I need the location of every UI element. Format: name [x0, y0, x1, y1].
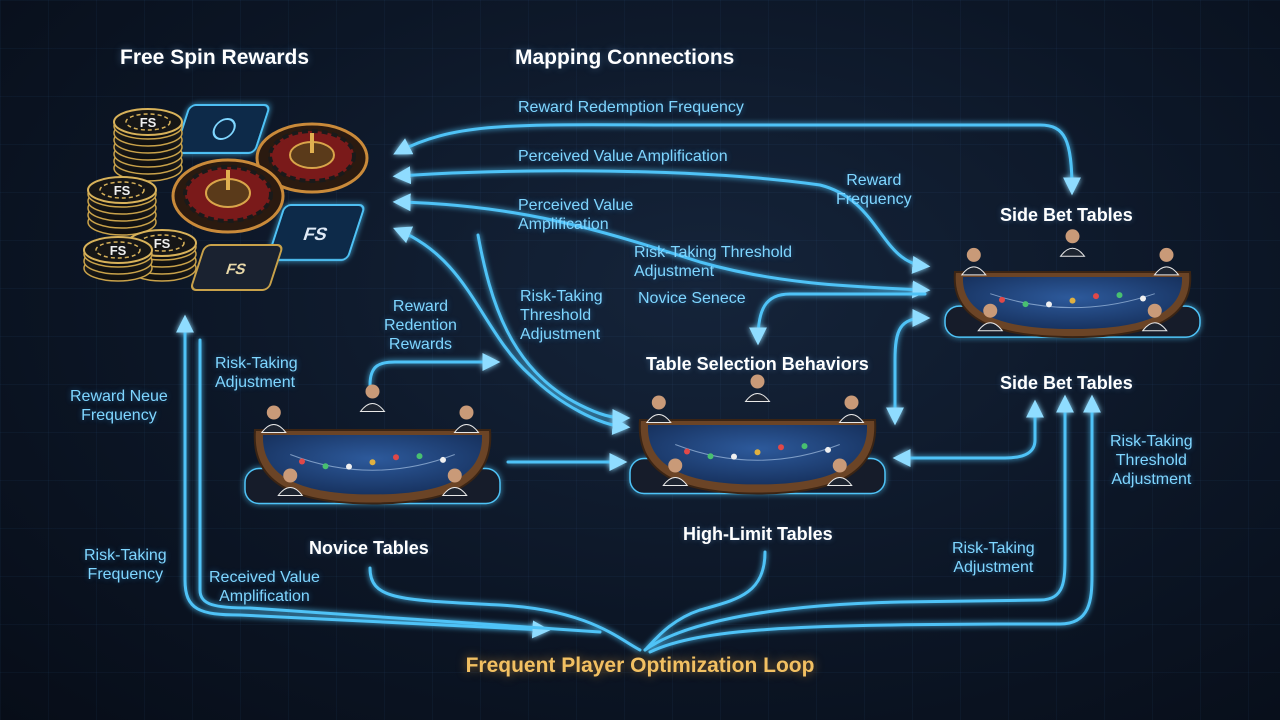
- label-line: Frequency: [81, 407, 157, 424]
- label-line: Reward Neue: [70, 388, 168, 405]
- connector-right-loop: [643, 394, 1074, 652]
- label-perceived-value-amplification-2: Perceived Value Amplification: [518, 196, 633, 234]
- high-limit-tables-title: High-Limit Tables: [683, 524, 833, 544]
- label-line: Rewards: [388, 336, 453, 353]
- label-line: Amplification: [219, 588, 310, 605]
- label-line: Risk-Taking Threshold: [634, 244, 792, 261]
- connector-perceived-value-2: [392, 193, 931, 299]
- connector-redention: [368, 353, 501, 387]
- label-line: Adjustment: [953, 559, 1034, 576]
- chip-label: FS: [140, 115, 157, 130]
- connector-left-loop-inner: [198, 338, 602, 634]
- connector-novice-loop: [368, 566, 642, 652]
- frequent-player-optimization-loop-title: Frequent Player Optimization Loop: [465, 654, 815, 677]
- label-line: Risk-Taking: [1110, 433, 1193, 450]
- side-bet-tables-top-title: Side Bet Tables: [1000, 205, 1133, 225]
- label-line: Risk-Taking: [84, 547, 167, 564]
- label-received-value-amplification: Received Value Amplification: [209, 568, 320, 606]
- side-bet-tables-bottom-title: Side Bet Tables: [1000, 373, 1133, 393]
- fs-chip-stack: FS: [113, 108, 183, 182]
- novice-table-illustration: [244, 384, 501, 505]
- label-line: Redention: [384, 317, 457, 334]
- label-reward-neue-frequency: Reward Neue Frequency: [70, 387, 168, 425]
- fs-card-right: FS: [267, 204, 365, 261]
- label-line: Frequency: [836, 191, 912, 208]
- connector-side-vertical: [886, 309, 931, 426]
- label-line: Reward: [392, 298, 449, 315]
- label-risk-taking-threshold-adjustment: Risk-Taking Threshold Adjustment: [634, 243, 792, 281]
- label-line: Risk-Taking: [215, 355, 298, 372]
- connector-right-loop-outer: [648, 394, 1101, 654]
- fs-chip-stack: FS: [87, 176, 157, 236]
- mapping-connections-heading: Mapping Connections: [515, 46, 735, 69]
- label-line: Adjustment: [634, 263, 715, 280]
- fs-chip-stack: FS: [83, 236, 153, 282]
- label-line: Adjustment: [1111, 471, 1192, 488]
- high-limit-table-illustration: [629, 374, 886, 495]
- label-risk-taking-adjustment-right: Risk-Taking Adjustment: [952, 539, 1035, 577]
- connector-highlimit-loop: [643, 550, 767, 652]
- label-line: Risk-Taking: [520, 288, 603, 305]
- novice-tables-title: Novice Tables: [309, 538, 429, 558]
- chip-label: FS: [114, 183, 131, 198]
- chip-label: FS: [110, 243, 127, 258]
- label-line: Threshold: [520, 307, 592, 324]
- label-line: Perceived Value: [518, 197, 634, 214]
- free-spin-rewards-illustration: FS FS: [171, 104, 369, 291]
- label-risk-taking-threshold-adjustment-right: Risk-Taking Threshold Adjustment: [1110, 432, 1193, 489]
- connector-reward-redemption: [393, 123, 1081, 196]
- label-line: Adjustment: [520, 326, 601, 343]
- connector-sidebet-highlimit: [892, 399, 1044, 467]
- label-reward-redention-rewards: Reward Redention Rewards: [384, 297, 457, 354]
- connector-novice-senece: [749, 292, 927, 346]
- label-line: Received Value: [209, 569, 320, 586]
- label-risk-taking-adjustment-left: Risk-Taking Adjustment: [215, 354, 298, 392]
- chip-label: FS: [154, 236, 171, 251]
- table-selection-behaviors-title: Table Selection Behaviors: [646, 354, 869, 374]
- roulette-wheel-back: [255, 122, 369, 194]
- svg-text:FS: FS: [224, 261, 249, 278]
- label-perceived-value-amplification: Perceived Value Amplification: [518, 148, 728, 165]
- label-line: Threshold: [1115, 452, 1187, 469]
- label-novice-senece: Novice Senece: [638, 290, 746, 307]
- label-risk-taking-threshold-adjustment-2: Risk-Taking Threshold Adjustment: [520, 287, 603, 344]
- label-line: Frequency: [87, 566, 164, 583]
- label-line: Amplification: [518, 216, 609, 233]
- label-line: Reward: [846, 172, 902, 189]
- label-reward-frequency: Reward Frequency: [836, 171, 912, 209]
- roulette-wheel-front: [171, 158, 285, 234]
- label-line: Risk-Taking: [952, 540, 1035, 557]
- free-spin-rewards-heading: Free Spin Rewards: [120, 46, 310, 69]
- side-bet-table-illustration: [944, 229, 1201, 339]
- label-reward-redemption-frequency: Reward Redemption Frequency: [518, 99, 744, 116]
- casino-tables: [244, 229, 1201, 505]
- fs-card-top: [174, 104, 270, 154]
- fs-card-bottom: FS: [190, 244, 283, 291]
- label-line: Adjustment: [215, 374, 296, 391]
- connector-left-loop: [176, 314, 551, 639]
- fs-chip-stacks: FS FS FS FS: [83, 108, 197, 282]
- label-risk-taking-frequency: Risk-Taking Frequency: [84, 546, 167, 584]
- svg-text:FS: FS: [301, 223, 331, 243]
